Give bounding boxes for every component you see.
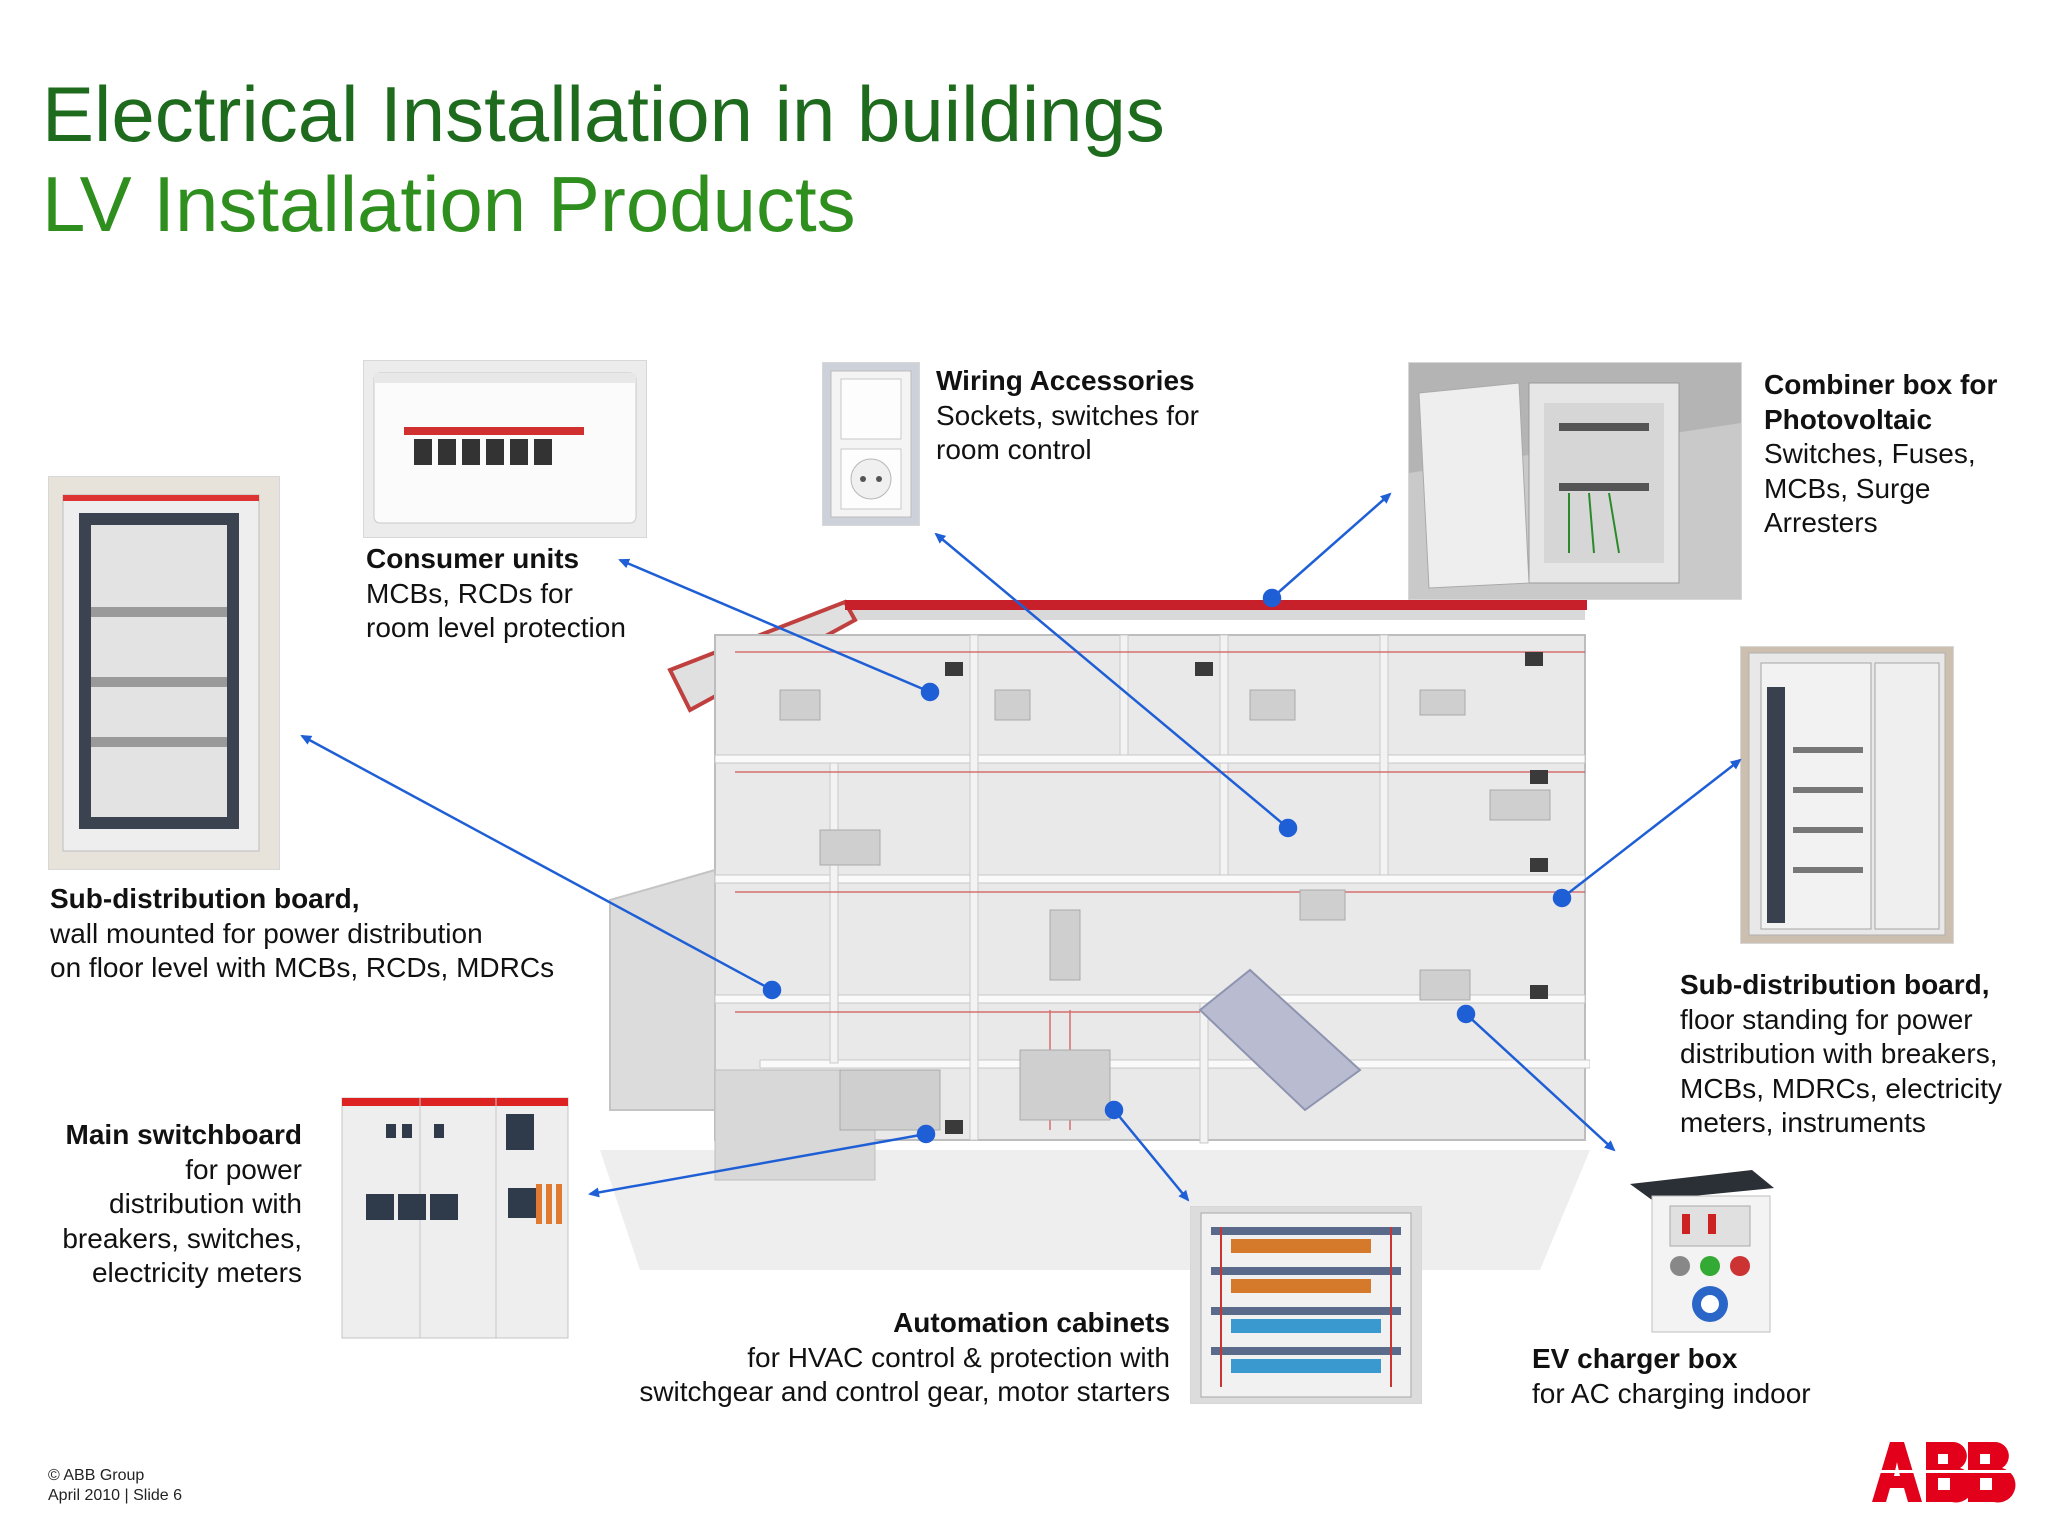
callout-line: meters, instruments	[1680, 1107, 1926, 1138]
ev-charger-box-photo	[1622, 1166, 1778, 1336]
callout-main-switchboard: Main switchboard for power distribution …	[40, 1118, 302, 1291]
callout-automation-cabinets: Automation cabinets for HVAC control & p…	[600, 1306, 1170, 1410]
callout-line: MCBs, RCDs for	[366, 577, 573, 609]
slide-title: Electrical Installation in buildings	[42, 70, 1165, 158]
callout-line: wall mounted for power distribution	[50, 917, 483, 949]
floor-sub-distribution-photo	[1740, 646, 1954, 944]
callout-heading: EV charger box	[1532, 1343, 1738, 1374]
callout-line: Sockets, switches for	[936, 399, 1199, 431]
callout-line: for power	[185, 1153, 302, 1185]
callout-line: floor standing for power	[1680, 1003, 1973, 1035]
callout-line: MCBs, Surge	[1764, 472, 1931, 504]
callout-wiring-accessories: Wiring Accessories Sockets, switches for…	[936, 364, 1199, 468]
callout-heading: Automation cabinets	[893, 1307, 1170, 1338]
callout-ev-charger: EV charger box for AC charging indoor	[1532, 1342, 1811, 1411]
callout-line: room control	[936, 434, 1092, 465]
callout-line: distribution with	[109, 1188, 302, 1219]
main-switchboard-photo	[336, 1084, 576, 1348]
abb-logo	[1870, 1441, 2018, 1503]
callout-line: Switches, Fuses,	[1764, 438, 1976, 469]
callout-consumer-units: Consumer units MCBs, RCDs for room level…	[366, 542, 626, 646]
callout-line: for HVAC control & protection with	[747, 1341, 1170, 1373]
consumer-unit-photo	[363, 360, 647, 538]
callout-heading: Sub-distribution board,	[50, 883, 360, 914]
callout-heading: Consumer units	[366, 543, 580, 574]
callout-subdist-wall: Sub-distribution board, wall mounted for…	[50, 882, 554, 986]
building-cutaway	[600, 590, 1590, 1290]
callout-heading: Sub-distribution board,	[1680, 969, 1990, 1000]
callout-line: electricity meters	[91, 1257, 302, 1288]
callout-heading: Wiring Accessories	[936, 365, 1195, 396]
callout-line: Arresters	[1764, 507, 1878, 538]
callout-combiner-box: Combiner box for Photovoltaic Switches, …	[1764, 368, 1997, 541]
callout-line: MCBs, MDRCs, electricity	[1680, 1072, 2003, 1104]
automation-cabinet-photo	[1190, 1206, 1422, 1404]
callout-heading: Main switchboard	[65, 1119, 302, 1150]
callout-subdist-floor: Sub-distribution board, floor standing f…	[1680, 968, 2002, 1141]
callout-line: switchgear and control gear, motor start…	[639, 1376, 1170, 1407]
callout-heading: Photovoltaic	[1764, 403, 1933, 435]
callout-line: on floor level with MCBs, RCDs, MDRCs	[50, 952, 555, 983]
slide-subtitle: LV Installation Products	[42, 160, 856, 248]
wall-sub-distribution-photo	[48, 476, 280, 870]
wall-switch-socket-photo	[822, 362, 920, 526]
footer: © ABB Group April 2010 | Slide 6	[48, 1466, 182, 1506]
footer-date-slide: April 2010 | Slide 6	[48, 1487, 183, 1504]
callout-line: distribution with breakers,	[1680, 1038, 1998, 1069]
callout-line: for AC charging indoor	[1532, 1377, 1811, 1409]
footer-copyright: © ABB Group	[48, 1467, 145, 1484]
callout-line: breakers, switches,	[62, 1222, 302, 1254]
callout-heading: Combiner box for	[1764, 369, 1998, 400]
callout-line: room level protection	[366, 612, 626, 643]
pv-combiner-box-photo	[1408, 362, 1742, 600]
